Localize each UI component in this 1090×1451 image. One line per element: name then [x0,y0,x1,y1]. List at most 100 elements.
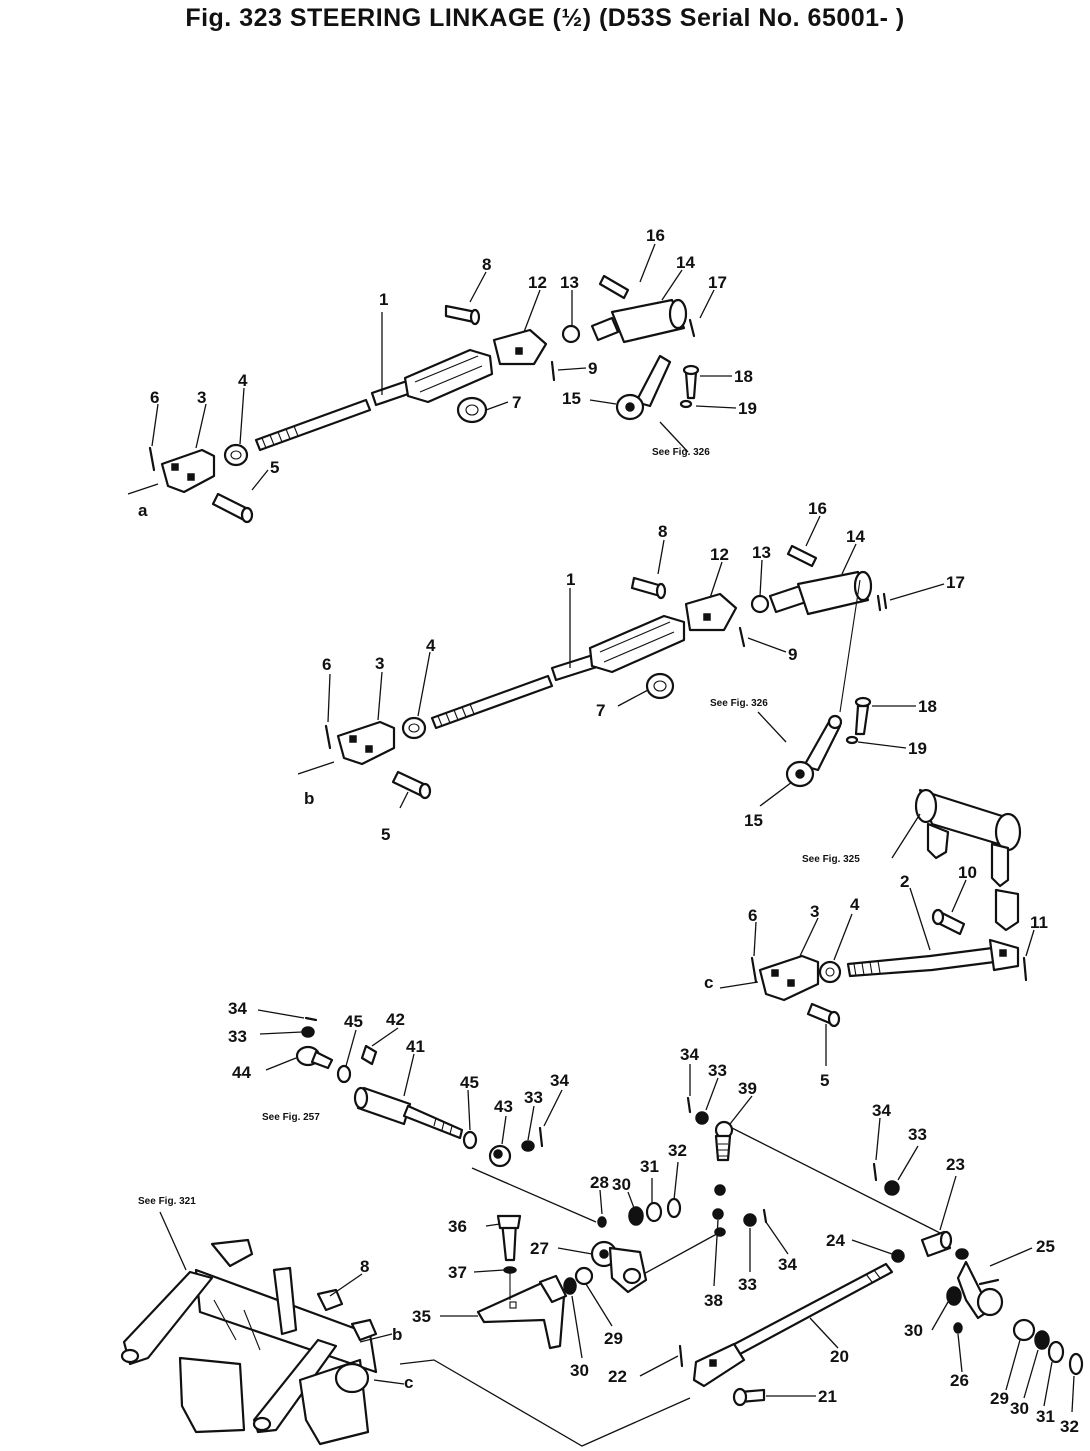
label-2-right: 2 [900,872,909,891]
ring-30-b [628,1206,644,1226]
washer-19-upper [679,399,693,409]
label-3-right: 3 [810,902,819,921]
cylinder-14-upper [590,298,688,344]
label-13-middle: 13 [752,543,771,562]
washer-31-b [1047,1340,1065,1364]
lever-15-middle [785,579,861,788]
bush-29-a [574,1266,594,1286]
label-6-right: 6 [748,906,757,925]
ring-32-a [666,1197,682,1219]
label-3-middle: 3 [375,654,384,673]
label-30-b: 30 [570,1361,589,1380]
bushing-7-upper [456,396,488,424]
rod-end-23 [920,1230,953,1258]
label-16-upper: 16 [646,226,665,245]
link-12-middle [684,592,738,632]
nut-13-upper [561,324,581,344]
nut-13-middle [750,594,770,614]
label-22: 22 [608,1367,627,1386]
label-15-middle: 15 [744,811,763,830]
label-12-middle: 12 [710,545,729,564]
label-6-upper: 6 [150,388,159,407]
label-21: 21 [818,1387,837,1406]
label-18-upper: 18 [734,367,753,386]
label-14-middle: 14 [846,527,865,546]
label-33-c: 33 [708,1061,727,1080]
label-30-c: 30 [904,1321,923,1340]
label-44: 44 [232,1063,251,1082]
note-see-fig-321: See Fig. 321 [138,1196,196,1207]
label-29-a: 29 [604,1329,623,1348]
ring-30-a [563,1277,577,1295]
label-23: 23 [946,1155,965,1174]
label-5-right: 5 [820,1071,829,1090]
label-20: 20 [830,1347,849,1366]
label-37: 37 [448,1263,467,1282]
note-see-fig-326-middle: See Fig. 326 [710,698,768,709]
label-33-d: 33 [738,1275,757,1294]
nut-42 [360,1044,378,1066]
nut-4-right [818,960,842,984]
lever-25 [955,1248,1004,1320]
stud-38-top [714,1184,726,1196]
label-25: 25 [1036,1237,1055,1256]
pin-16-middle [786,544,818,568]
rod-20 [692,1262,894,1388]
cylinder-41 [353,1086,464,1140]
yoke-3-middle [336,720,396,766]
label-29-b: 29 [990,1389,1009,1408]
nut-33-e [884,1180,900,1196]
bush-29-b [1012,1318,1036,1342]
label-17-middle: 17 [946,573,965,592]
clevis-body-middle [588,614,686,674]
nut-24 [891,1249,905,1263]
nut-4-middle [401,716,427,740]
label-35: 35 [412,1307,431,1326]
label-31-a: 31 [640,1157,659,1176]
label-19-middle: 19 [908,739,927,758]
cotter-6-middle [324,724,332,750]
bracket-35 [476,1274,568,1350]
assembly-lower: 34 33 44 45 42 41 45 43 33 34 36 37 35 2… [120,999,1084,1447]
label-24: 24 [826,1231,845,1250]
label-12-upper: 12 [528,273,547,292]
rod-2-right [846,938,1020,978]
label-27: 27 [530,1239,549,1258]
labels-middle: 1 3 4 5 6 7 8 9 12 13 14 15 16 17 18 19 … [304,499,965,844]
label-16-middle: 16 [808,499,827,518]
label-10-right: 10 [958,863,977,882]
label-26-b: 26 [950,1371,969,1390]
cross-shaft-housing-ref [120,1238,378,1446]
note-see-fig-257: See Fig. 257 [262,1112,320,1123]
label-8-lower: 8 [360,1257,369,1276]
rod-end-44 [295,1016,334,1070]
bolt-36 [496,1214,522,1262]
label-34-c: 34 [680,1045,699,1064]
labels-upper: 1 3 4 5 6 7 8 9 12 13 14 15 16 17 18 19 … [138,226,757,520]
nut-4-upper [223,443,249,467]
labels-right: 2 3 4 5 6 10 11 c See Fig. 325 [704,854,1048,1090]
label-8-middle: 8 [658,522,667,541]
label-33-a: 33 [228,1027,247,1046]
label-14-upper: 14 [676,253,695,272]
rod-1-upper [254,312,416,452]
rod-end-43 [488,1144,512,1168]
label-13-upper: 13 [560,273,579,292]
label-34-e: 34 [872,1101,891,1120]
link-12-upper [492,328,548,366]
bolt-18-middle [854,704,870,736]
label-b-lower: b [392,1325,402,1344]
label-4-middle: 4 [426,636,436,655]
cylinder-14-middle [768,570,873,616]
label-39: 39 [738,1079,757,1098]
label-15-upper: 15 [562,389,581,408]
label-1-upper: 1 [379,290,388,309]
yoke-3-upper [160,448,216,494]
label-4-upper: 4 [238,371,248,390]
label-30-d: 30 [1010,1399,1029,1418]
joint-45-left [336,1064,352,1084]
cotter-6-upper [148,446,156,472]
ring-30-d [1034,1330,1050,1350]
washer-31-a [645,1201,663,1223]
